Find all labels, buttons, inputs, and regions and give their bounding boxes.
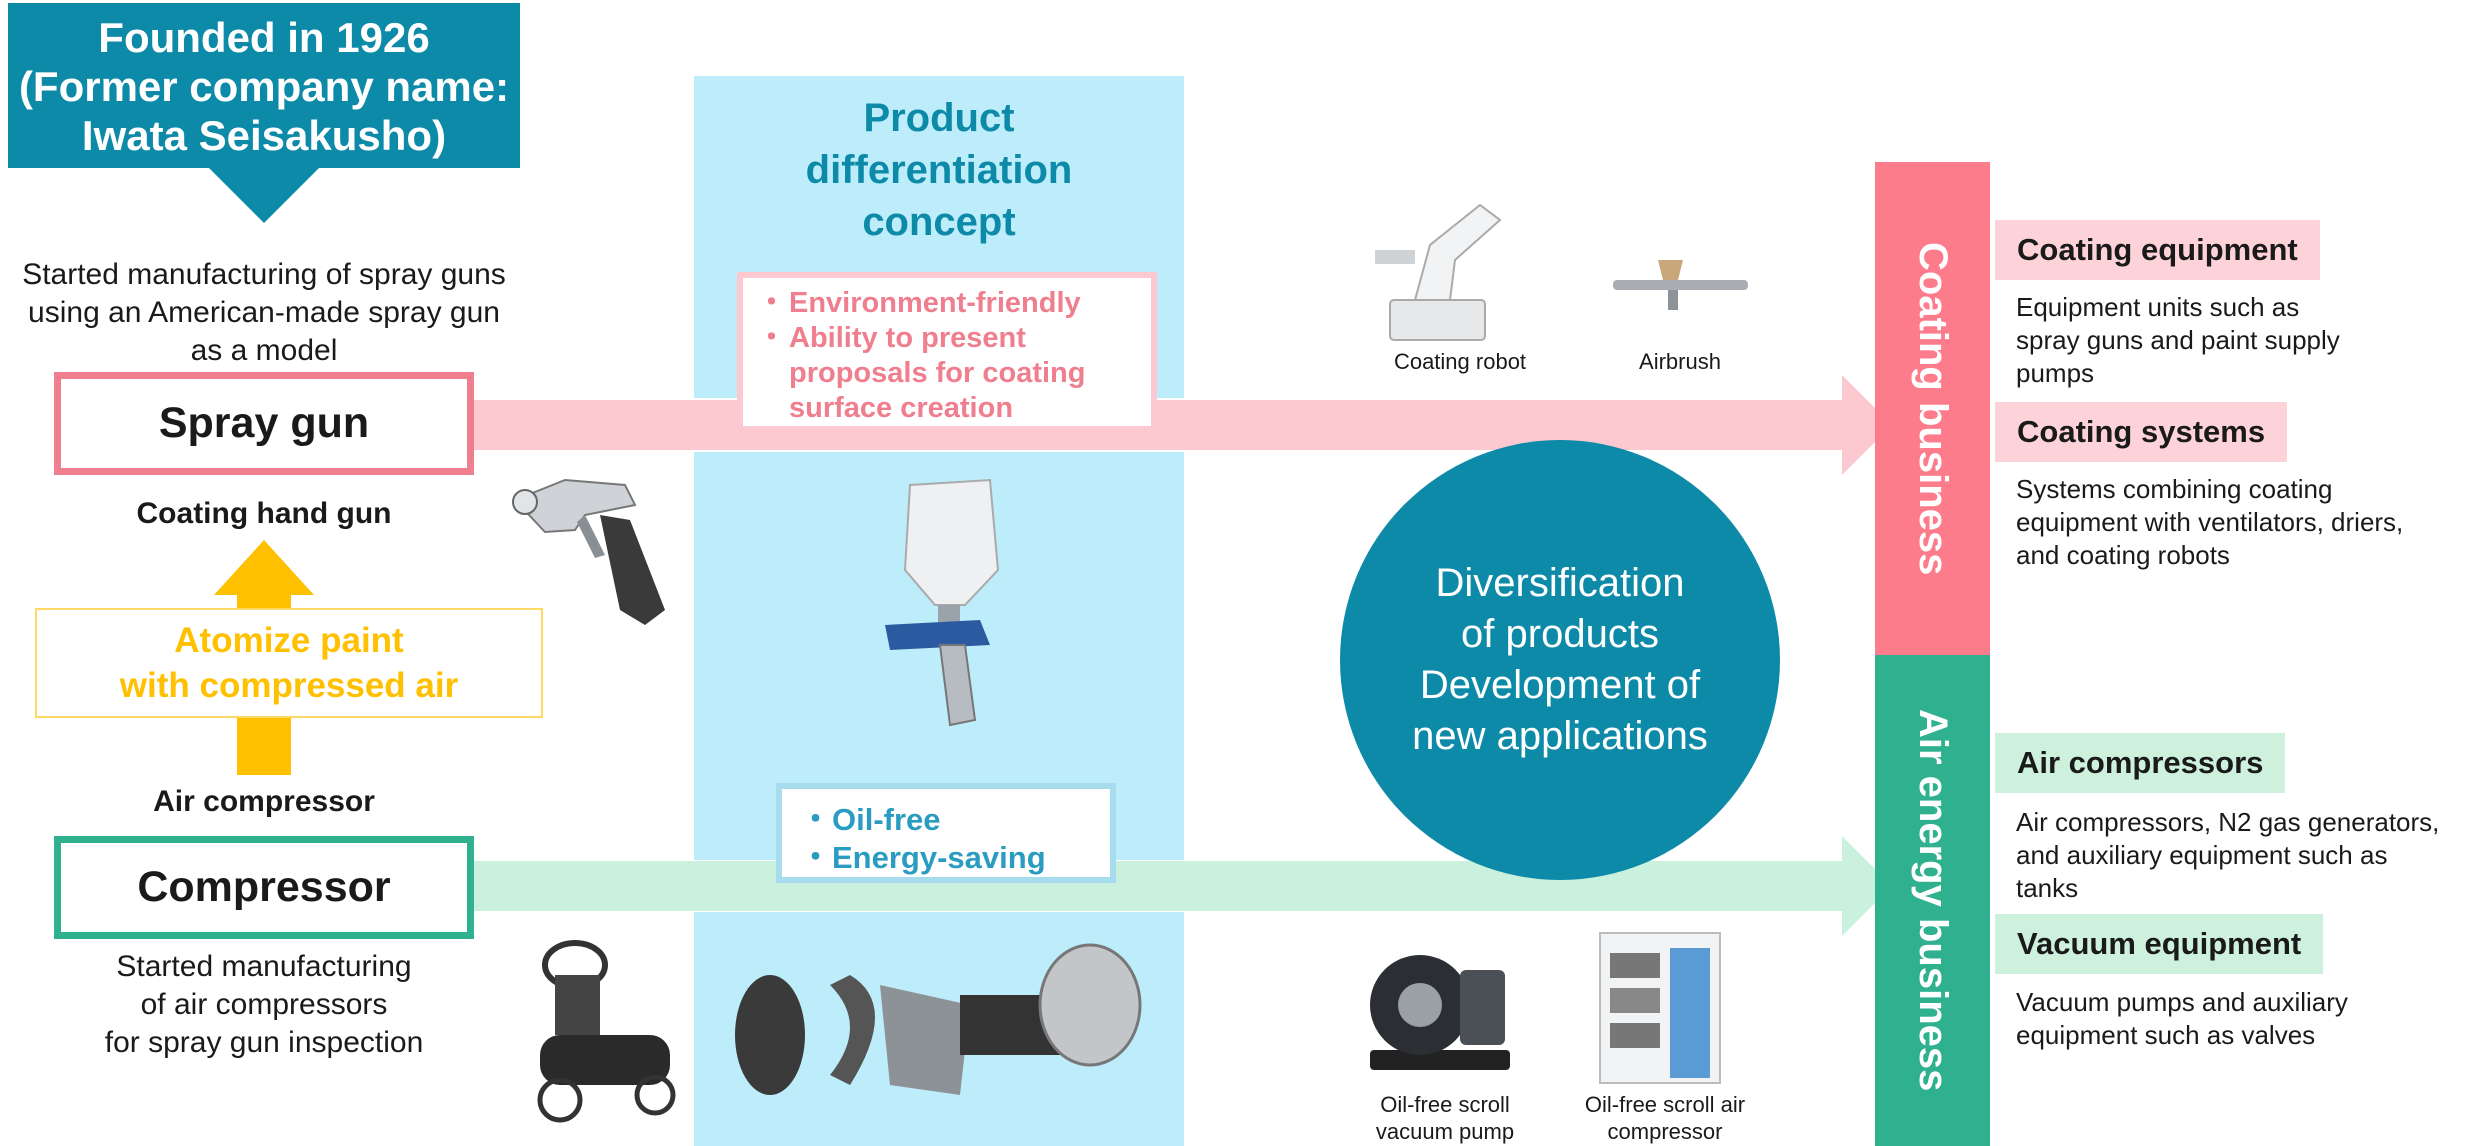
concept-title: Product differentiation concept [805,96,1073,244]
air-energy-business-bar: Air energy business [1875,655,1990,1146]
coating-business-label: Coating business [1911,241,1955,576]
air-concept-box: ・Oil-free ・Energy-saving [776,783,1116,883]
atomize-arrow-head [214,540,314,595]
founded-banner: Founded in 1926 (Former company name: Iw… [8,3,520,168]
category-description: Systems combining coating equipment with… [2016,474,2404,570]
concept-item: ・Environment-friendly [757,287,1081,319]
atomize-box: Atomize paint with compressed air [35,608,543,718]
category-label: Coating equipment [1995,220,2320,280]
concept-item: ・Ability to present proposals for coatin… [757,322,1086,424]
air-compressor-label: Air compressor [153,785,375,818]
category-label: Air compressors [1995,733,2286,793]
spray-gun-box: Spray gun [54,372,474,475]
coating-hand-gun-label: Coating hand gun [136,497,392,530]
bullet-icon: ・ [757,287,787,319]
bullet-icon: ・ [800,840,831,875]
category-description: Vacuum pumps and auxiliary equipment suc… [2016,987,2348,1050]
coating-flow-arrow [474,400,1844,450]
coating-business-bar: Coating business [1875,162,1990,655]
air-energy-business-label: Air energy business [1911,709,1955,1092]
scroll-air-compressor-icon [1599,932,1721,1084]
category-label: Vacuum equipment [1995,914,2324,974]
diversification-circle: Diversification of products Development … [1340,440,1780,880]
bullet-icon: ・ [800,802,831,837]
gravity-spray-gun-icon [885,478,1000,727]
concept-item: ・Oil-free [800,802,941,837]
air-flow-arrow [474,861,1844,911]
scroll-compressor-caption: Oil-free scroll air compressor [1584,1092,1746,1144]
compressor-box: Compressor [54,836,474,939]
coating-robot-caption: Coating robot [1393,349,1527,374]
airbrush-icon [1613,260,1748,310]
vacuum-pump-icon [1370,955,1510,1070]
concept-item: ・Energy-saving [800,840,1046,875]
coating-hand-gun-icon [512,478,665,625]
vacuum-pump-caption: Oil-free scroll vacuum pump [1375,1092,1515,1144]
bullet-icon: ・ [757,322,787,354]
compressor-history: Started manufacturing of air compressors… [104,950,424,1059]
spray-gun-history: Started manufacturing of spray guns usin… [22,258,506,367]
coating-concept-box: ・Environment-friendly ・Ability to presen… [737,272,1157,432]
vintage-compressor-icon [537,940,676,1123]
founded-down-arrow [209,168,319,223]
coating-robot-icon [1375,203,1502,341]
category-description: Equipment units such as spray guns and p… [2016,292,2340,388]
scroll-compressor-parts-icon [735,943,1142,1095]
airbrush-caption: Airbrush [1639,349,1721,374]
category-label: Coating systems [1995,402,2288,462]
category-description: Air compressors, N2 gas generators, and … [2016,807,2440,903]
